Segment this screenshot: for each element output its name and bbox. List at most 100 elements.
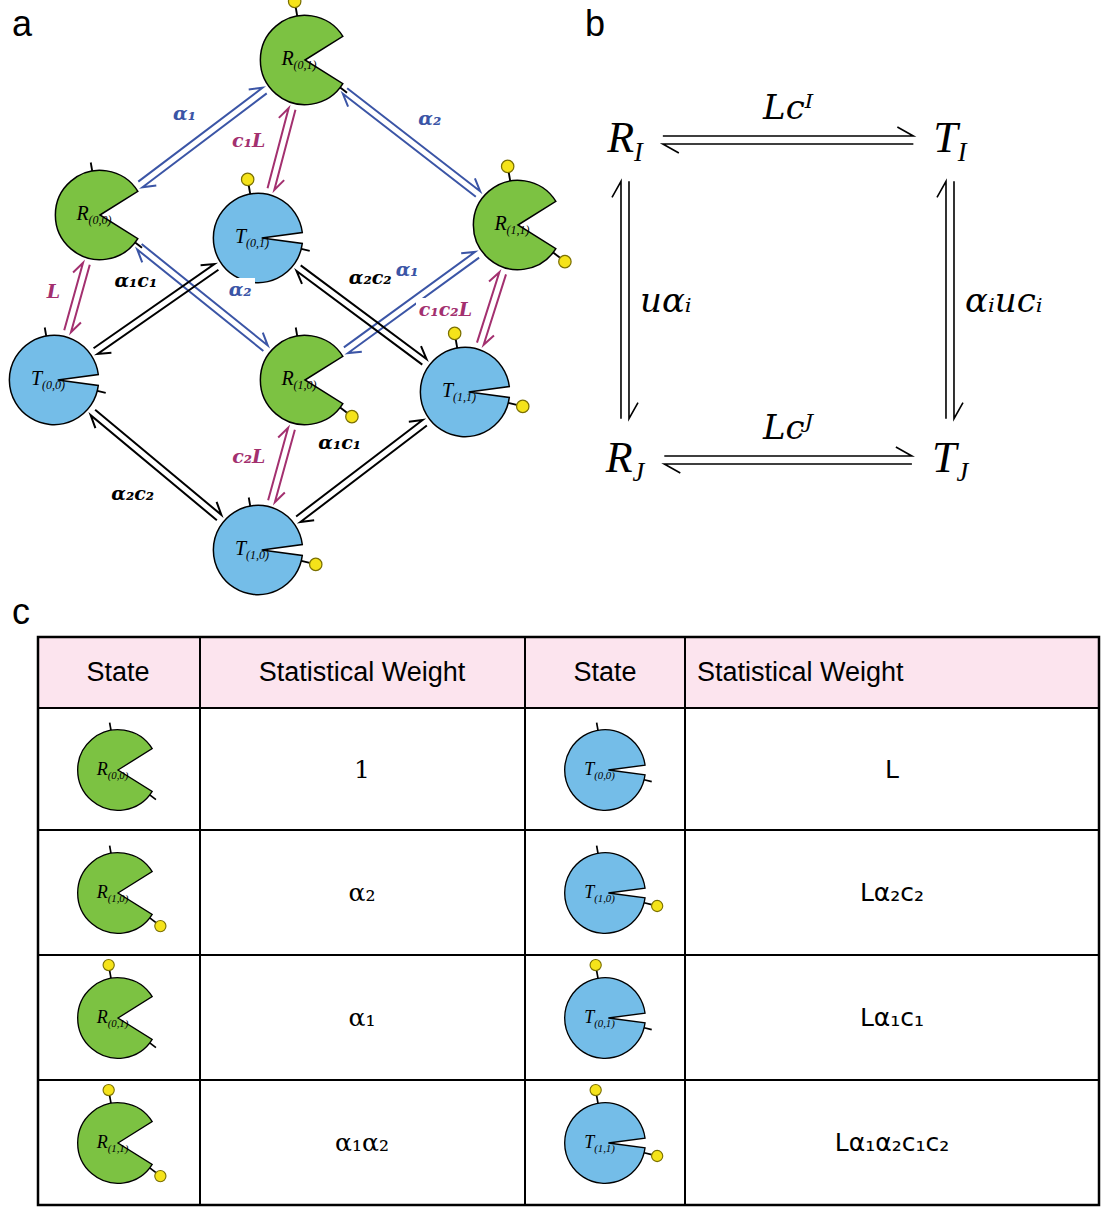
harpoon-line [612,181,621,418]
rate-label: Lcᴵ [760,87,816,128]
row-line [38,954,1099,956]
rate-label: uαᵢ [637,280,695,321]
subscript: (1,0) [294,378,317,392]
binding-site [597,971,598,979]
state-label: TJ [932,433,968,488]
state-label: R(0,1) [97,1007,129,1029]
subscript: (0,0) [594,769,615,781]
binding-site [644,1153,652,1155]
subscript: I [634,137,643,167]
protein-body [420,347,509,436]
equilibrium-arrow [937,181,963,418]
subscript: (0,1) [246,236,269,250]
state-glyph: R(1,1) [62,1087,174,1199]
state-label: R(1,1) [494,212,529,238]
subscript: J [956,457,968,487]
subscript: (0,1) [594,1017,615,1029]
binding-site [97,391,105,393]
state-label: T(1,0) [584,882,615,904]
panel-letter: c [12,590,30,633]
subscript: (0,0) [42,378,65,392]
binding-site [301,561,309,563]
subscript: I [958,137,967,167]
main-letter: T [235,225,246,247]
rate-label: α₁ [393,258,422,281]
state-label: T(0,1) [584,1007,615,1029]
equilibrium-arrow [91,410,222,521]
state-glyph: T(1,1) [403,330,527,454]
binding-site [110,723,111,731]
harpoon-line [347,88,480,191]
state-glyph: R(1,0) [62,837,174,949]
harpoon-line [663,127,914,136]
binding-site [296,7,298,16]
main-letter: R [494,212,506,234]
subscript: (1,0) [108,892,129,904]
panel-letter: a [12,2,32,45]
main-letter: R [281,47,293,69]
state-label: R(0,0) [76,202,111,228]
ligand-dot [103,1084,114,1095]
state-label: R(0,0) [97,759,129,781]
rate-label: α₂c₂ [346,266,395,289]
binding-site [110,846,111,854]
rate-label: αᵢucᵢ [962,280,1046,321]
subscript: (0,0) [108,769,129,781]
subscript: (1,1) [108,1142,129,1154]
ligand-dot [346,410,358,422]
equilibrium-arrow [268,428,295,502]
ligand-dot [501,160,513,172]
table-cell: α₁α₂ [335,1128,389,1158]
protein-body [78,1103,153,1184]
main-letter: T [932,433,956,482]
harpoon-line [344,252,475,347]
ligand-dot [652,900,663,911]
main-letter: R [606,433,633,482]
state-label: RJ [606,433,645,488]
state-symbol: TI [923,109,976,172]
state-glyph: R(0,1) [243,0,367,122]
state-glyph: T(1,1) [549,1087,661,1199]
table-cell: L [885,755,899,785]
column-line [524,637,526,1205]
row-line [38,1079,1099,1081]
header-band [38,637,1099,708]
main-letter: R [97,882,108,902]
binding-site [340,87,347,92]
rate-label: c₁L [229,129,268,152]
protein-body [213,505,302,594]
harpoon-line [343,94,476,197]
state-symbol: RI [597,109,653,172]
harpoon-line [268,428,288,500]
binding-site [249,497,251,506]
main-letter: T [442,379,453,401]
binding-site [509,172,511,181]
subscript: (1,0) [594,892,615,904]
harpoon-line [268,108,289,188]
table-cell: Lα₁c₁ [860,1003,924,1033]
ligand-dot [155,920,166,931]
table-cell: α₂ [349,878,376,908]
protein-body [78,730,153,811]
harpoon-line [95,410,221,515]
protein-body [78,978,153,1059]
binding-site [340,407,347,412]
rate-label: α₂ [415,107,444,130]
main-letter: R [76,202,88,224]
ligand-dot [155,1170,166,1181]
ligand-dot [559,255,571,267]
protein-body [565,853,645,934]
rate-label: L [44,280,63,303]
binding-site [91,162,93,171]
table-cell: Lα₂c₂ [860,878,924,908]
harpoon-line [937,181,946,418]
harpoon-line [664,447,912,456]
protein-body [260,335,342,424]
state-glyph: T(0,0) [0,318,116,442]
rate-label: α₂c₂ [108,482,157,505]
ligand-dot [590,1084,601,1095]
binding-site [644,780,652,782]
table-header: State [86,656,149,688]
